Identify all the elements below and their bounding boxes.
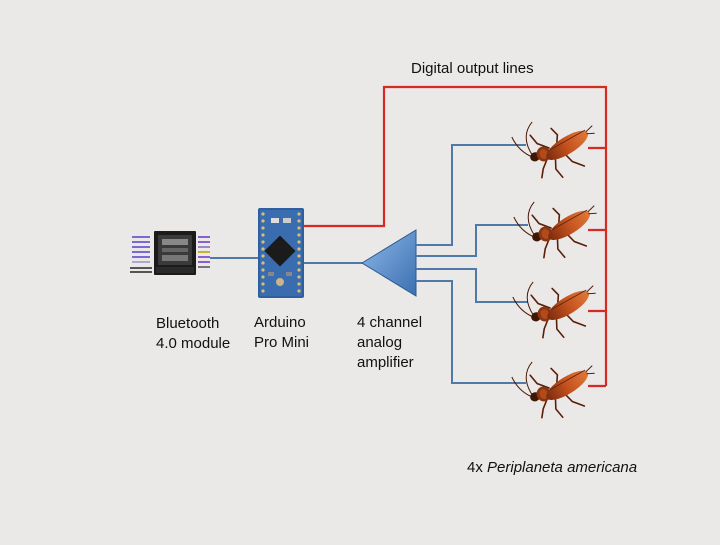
digital-output-label: Digital output lines: [411, 60, 534, 77]
amplifier-triangle: [361, 229, 417, 297]
cockroach-count: 4x: [467, 459, 483, 476]
amplifier-label: 4 channel analog amplifier: [357, 313, 422, 373]
arduino-pro-mini: [258, 208, 304, 298]
arduino-label-line-1: Arduino: [254, 314, 306, 331]
cockroach-label: 4x Periplaneta americana: [467, 458, 637, 478]
bluetooth-label: Bluetooth 4.0 module: [156, 314, 230, 354]
amplifier-label-line-3: amplifier: [357, 354, 414, 371]
bluetooth-module: [130, 231, 210, 275]
amplifier-label-line-1: 4 channel: [357, 314, 423, 331]
bluetooth-label-line-1: Bluetooth: [156, 315, 220, 332]
amplifier-label-line-2: analog: [357, 334, 403, 351]
digital-output-wires: [304, 85, 608, 388]
arduino-label-line-2: Pro Mini: [254, 334, 310, 351]
cockroach-species: Periplaneta americana: [487, 459, 638, 476]
cockroach-1: [508, 103, 606, 190]
cockroach-2: [510, 183, 608, 270]
cockroach-3: [509, 263, 607, 350]
analog-input-wires: [416, 144, 528, 384]
arduino-label: Arduino Pro Mini: [254, 313, 309, 353]
bluetooth-label-line-2: 4.0 module: [156, 335, 231, 352]
